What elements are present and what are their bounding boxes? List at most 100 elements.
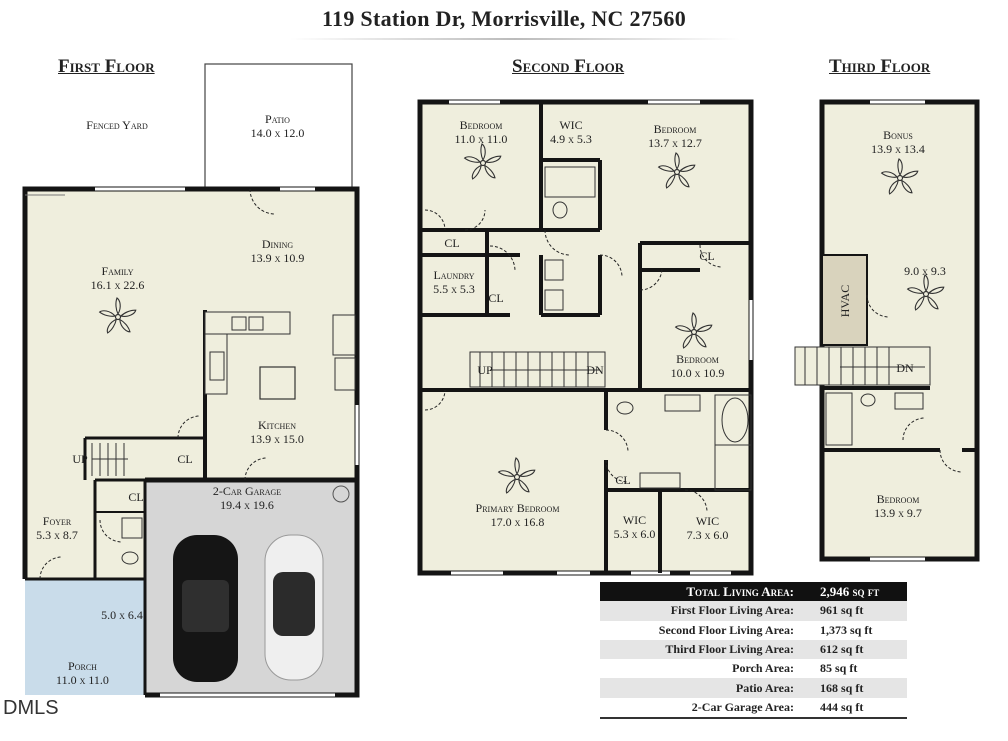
closet-tag: CL — [177, 452, 193, 466]
table-row: 2-Car Garage Area: 444 sq ft — [600, 697, 907, 720]
table-row: Third Floor Living Area: 612 sq ft — [600, 639, 907, 660]
room-dimension: 13.9 x 10.9 — [250, 251, 305, 265]
closet-tag: CL — [615, 473, 631, 487]
room-dimension: 13.7 x 12.7 — [648, 136, 702, 150]
room-dimension: 17.0 x 16.8 — [490, 515, 545, 529]
room-name: Bedroom — [876, 492, 920, 506]
room-name: Bedroom — [653, 122, 697, 136]
area-label: Second Floor Living Area: — [658, 622, 794, 637]
second-floor-plan — [417, 99, 754, 576]
room-dimension: 19.4 x 19.6 — [220, 498, 274, 512]
stair-down-tag: DN — [586, 363, 604, 377]
room-name: Primary Bedroom — [475, 501, 560, 515]
table-row: Total Living Area: 2,946 sq ft — [600, 582, 907, 602]
room-dimension: 5.5 x 5.3 — [433, 282, 475, 296]
room-dimension: 13.9 x 15.0 — [250, 432, 304, 446]
area-label: 2-Car Garage Area: — [600, 697, 798, 720]
room-mudroom: 5.0 x 6.4 — [92, 608, 152, 622]
closet-tag: CL — [699, 249, 715, 263]
area-summary-table: Total Living Area: 2,946 sq ft First Flo… — [600, 582, 907, 720]
area-value: 2,946 sq ft — [798, 582, 907, 602]
room-dimension: 14.0 x 12.0 — [250, 126, 305, 140]
room-dimension: 11.0 x 11.0 — [56, 673, 109, 687]
room-dimension: 4.9 x 5.3 — [550, 132, 592, 146]
room-name: Laundry — [433, 268, 475, 282]
room-name: Dining — [261, 237, 294, 251]
garage-cars — [173, 534, 324, 682]
porch-area — [25, 579, 145, 695]
stair-up-tag: UP — [477, 363, 493, 377]
table-row: Patio Area: 168 sq ft — [600, 678, 907, 698]
title-divider — [290, 38, 740, 40]
room-name: Bonus — [883, 128, 913, 142]
third-floor-heading: Third Floor — [829, 56, 931, 77]
first-floor-heading: First Floor — [58, 56, 155, 77]
room-name: Foyer — [42, 514, 72, 528]
closet-tag: CL — [128, 490, 144, 504]
room-loft: 9.0 x 9.3 — [890, 264, 960, 278]
closet-tag: CL — [444, 236, 460, 250]
hvac-closet — [821, 254, 868, 346]
first-floor-plan — [22, 63, 360, 698]
room-dimension: 13.9 x 13.4 — [871, 142, 925, 156]
area-value: 168 sq ft — [798, 678, 907, 698]
room-name: WIC — [695, 514, 720, 528]
room-name: Bedroom — [459, 118, 503, 132]
room-name: Fenced Yard — [86, 118, 148, 132]
room-fenced-yard: Fenced Yard — [52, 118, 182, 132]
area-label: Patio Area: — [600, 678, 798, 698]
table-row: Second Floor Living Area: 1,373 sq ft — [600, 621, 907, 640]
room-dimension: 7.3 x 6.0 — [686, 528, 729, 542]
room-name: Family — [101, 264, 134, 278]
area-label: First Floor Living Area: — [600, 601, 798, 621]
room-name: Kitchen — [258, 418, 296, 432]
table-row: Porch Area: 85 sq ft — [600, 659, 907, 678]
stair-down-tag: DN — [896, 361, 914, 375]
second-floor-heading: Second Floor — [512, 56, 625, 77]
third-floor-plan — [794, 99, 980, 562]
table-row: First Floor Living Area: 961 sq ft — [600, 601, 907, 621]
area-value: 444 sq ft — [798, 697, 907, 720]
area-label: Total Living Area: — [600, 582, 798, 602]
area-value: 961 sq ft — [798, 601, 907, 621]
room-name: Bedroom — [676, 352, 719, 366]
room-dimension: 5.3 x 8.7 — [36, 528, 78, 542]
room-dimension: 11.0 x 11.0 — [454, 132, 508, 146]
room-name: WIC — [622, 513, 647, 527]
room-dimension: 16.1 x 22.6 — [90, 278, 145, 292]
room-dimension: 13.9 x 9.7 — [874, 506, 922, 520]
area-label: Third Floor Living Area: — [600, 639, 798, 660]
closet-tag: CL — [488, 291, 504, 305]
stair-up-tag: UP — [72, 452, 88, 466]
room-dimension: 5.3 x 6.0 — [613, 527, 656, 541]
hvac-tag: HVAC — [838, 284, 852, 318]
area-label: Porch Area: — [732, 661, 794, 676]
room-name: Porch — [68, 659, 97, 673]
room-dimension: 5.0 x 6.4 — [101, 608, 143, 622]
room-dimension: 9.0 x 9.3 — [904, 264, 946, 278]
area-value: 1,373 sq ft — [820, 622, 873, 637]
dmls-watermark: DMLS — [3, 697, 59, 719]
room-name: 2-Car Garage — [212, 484, 282, 498]
room-name: Patio — [265, 112, 290, 126]
area-value: 612 sq ft — [798, 639, 907, 660]
listing-address: 119 Station Dr, Morrisville, NC 27560 — [321, 6, 687, 31]
